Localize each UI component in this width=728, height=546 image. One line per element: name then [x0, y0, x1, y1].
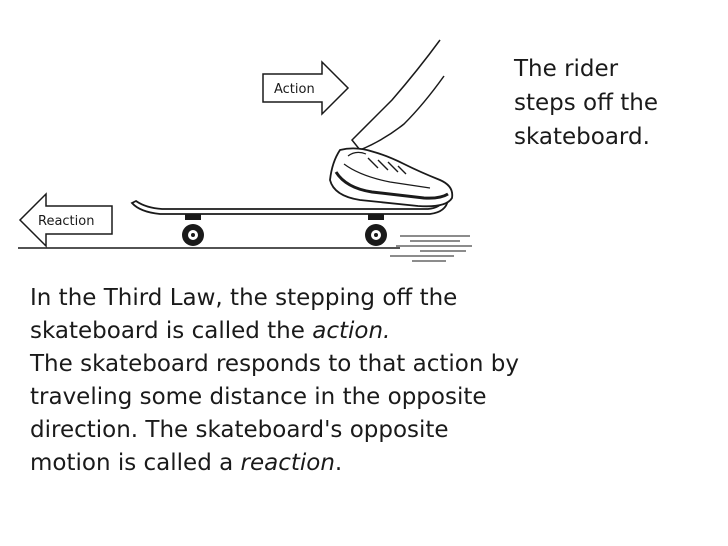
action-line-text: skateboard is called the	[30, 318, 313, 344]
rider-caption: The rider steps off the skateboard.	[514, 52, 724, 154]
paragraph-reaction-line-1: The skateboard responds to that action b…	[30, 351, 519, 377]
skateboard-truck-front	[185, 214, 201, 220]
action-label: Action	[274, 82, 315, 97]
skateboard	[130, 199, 450, 246]
wheel-front	[182, 224, 204, 246]
paragraph-action-line-2: skateboard is called the action.	[30, 315, 720, 348]
shoe	[329, 147, 454, 208]
paragraph-reaction: The skateboard responds to that action b…	[30, 348, 720, 480]
action-term: action.	[312, 318, 391, 344]
reaction-term: reaction	[240, 450, 335, 476]
paragraph-reaction-line-3: direction. The skateboard's opposite	[30, 417, 449, 443]
action-arrow: Action	[262, 60, 350, 116]
motion-lines	[390, 235, 472, 262]
rider-caption-line-1: The rider	[514, 56, 619, 82]
rider-leg	[329, 39, 454, 208]
leg-outline	[350, 39, 445, 151]
skateboard-truck-back	[368, 214, 384, 220]
reaction-line-end: .	[334, 450, 343, 476]
skateboard-illustration: Action Reaction	[18, 39, 472, 262]
reaction-arrow: Reaction	[18, 192, 113, 248]
rider-caption-line-3: skateboard.	[514, 124, 650, 150]
explanation-text: In the Third Law, the stepping off the s…	[30, 282, 720, 480]
wheel-back	[365, 224, 387, 246]
rider-caption-line-2: steps off the	[514, 90, 659, 116]
paragraph-reaction-line-4: motion is called a reaction.	[30, 447, 720, 480]
paragraph-action: In the Third Law, the stepping off the s…	[30, 282, 720, 348]
reaction-label: Reaction	[38, 214, 94, 229]
paragraph-action-line-1: In the Third Law, the stepping off the	[30, 285, 458, 311]
skateboard-diagram: Action Reaction	[18, 39, 472, 262]
paragraph-reaction-line-2: traveling some distance in the opposite	[30, 384, 487, 410]
reaction-line-text: motion is called a	[30, 450, 241, 476]
